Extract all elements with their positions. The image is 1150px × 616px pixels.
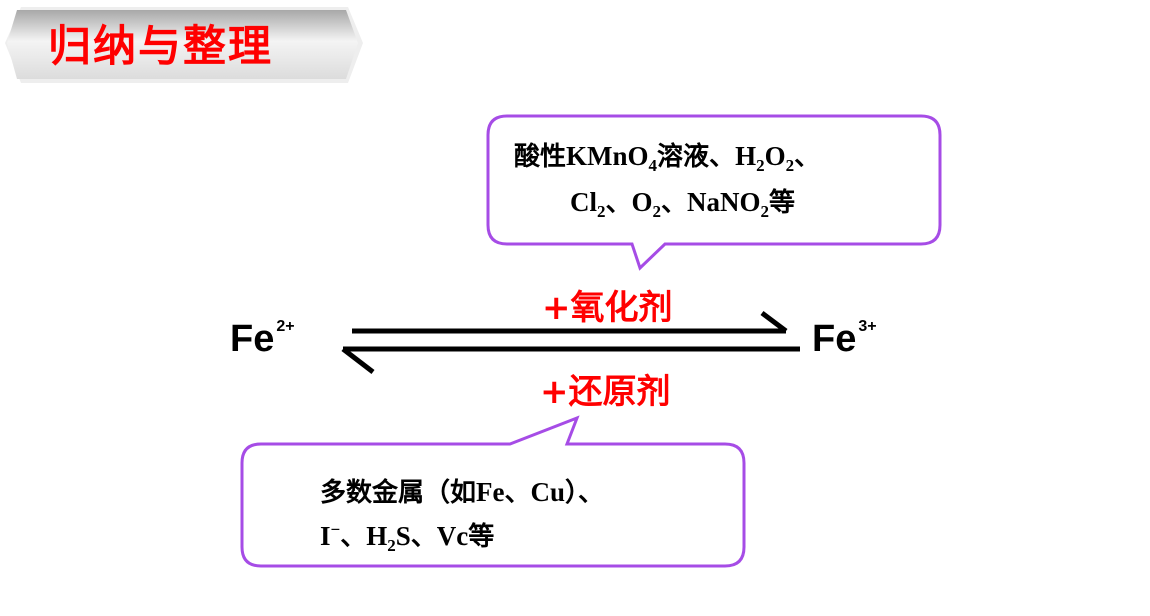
text: 、 [410, 522, 437, 552]
text: 溶液 [657, 142, 710, 172]
slide-title: 归纳与整理 [48, 22, 273, 72]
text: KMnO [566, 141, 649, 171]
subscript: 4 [648, 156, 658, 175]
text: 酸性 [514, 142, 567, 172]
text: 、 [504, 478, 531, 508]
oxidants-line-1: 酸性KMnO4溶液、H2O2、 [514, 136, 820, 176]
superscript: − [330, 520, 341, 539]
reductants-line-1: 多数金属（如Fe、Cu）、 [320, 472, 604, 509]
ion-symbol: Fe [230, 318, 275, 360]
reductants-line-2: I−、H2S、Vc等 [320, 516, 494, 556]
text: O [764, 141, 786, 171]
subscript: 2 [760, 202, 770, 221]
text: Cu [530, 477, 566, 507]
text: I [320, 521, 331, 551]
subscript: 2 [756, 156, 765, 175]
subscript: 2 [597, 202, 606, 221]
text: 等 [769, 188, 796, 218]
text: O [631, 187, 653, 217]
text: 等 [468, 522, 495, 552]
forward-arrow-head [760, 311, 788, 333]
text: 多数金属（如 [320, 478, 477, 508]
text: 、 [340, 522, 367, 552]
text: 、 [794, 142, 821, 172]
oxidants-callout-bubble [486, 114, 942, 271]
reverse-arrow-head [341, 347, 375, 374]
text: H [735, 141, 757, 171]
text: Cl [570, 187, 597, 217]
text: NaNO [687, 187, 761, 217]
text: ）、 [565, 478, 605, 508]
text: H [366, 521, 388, 551]
text: 、 [605, 188, 632, 218]
text: S [395, 521, 411, 551]
subscript: 2 [652, 202, 662, 221]
ion-charge: 2+ [276, 318, 295, 335]
reductant-label: +还原剂 [540, 372, 671, 412]
oxidants-line-2: Cl2、O2、NaNO2等 [570, 182, 795, 222]
ion-symbol: Fe [812, 318, 857, 360]
text: Fe [476, 477, 505, 507]
title-banner [5, 7, 363, 83]
ion-charge: 3+ [858, 318, 877, 335]
oxidant-label: +氧化剂 [542, 288, 673, 328]
reductants-callout-bubble [240, 415, 746, 568]
subscript: 2 [785, 156, 795, 175]
text: 、 [661, 188, 688, 218]
subscript: 2 [387, 536, 396, 555]
text: 、 [709, 142, 736, 172]
text: Vc [436, 521, 469, 551]
